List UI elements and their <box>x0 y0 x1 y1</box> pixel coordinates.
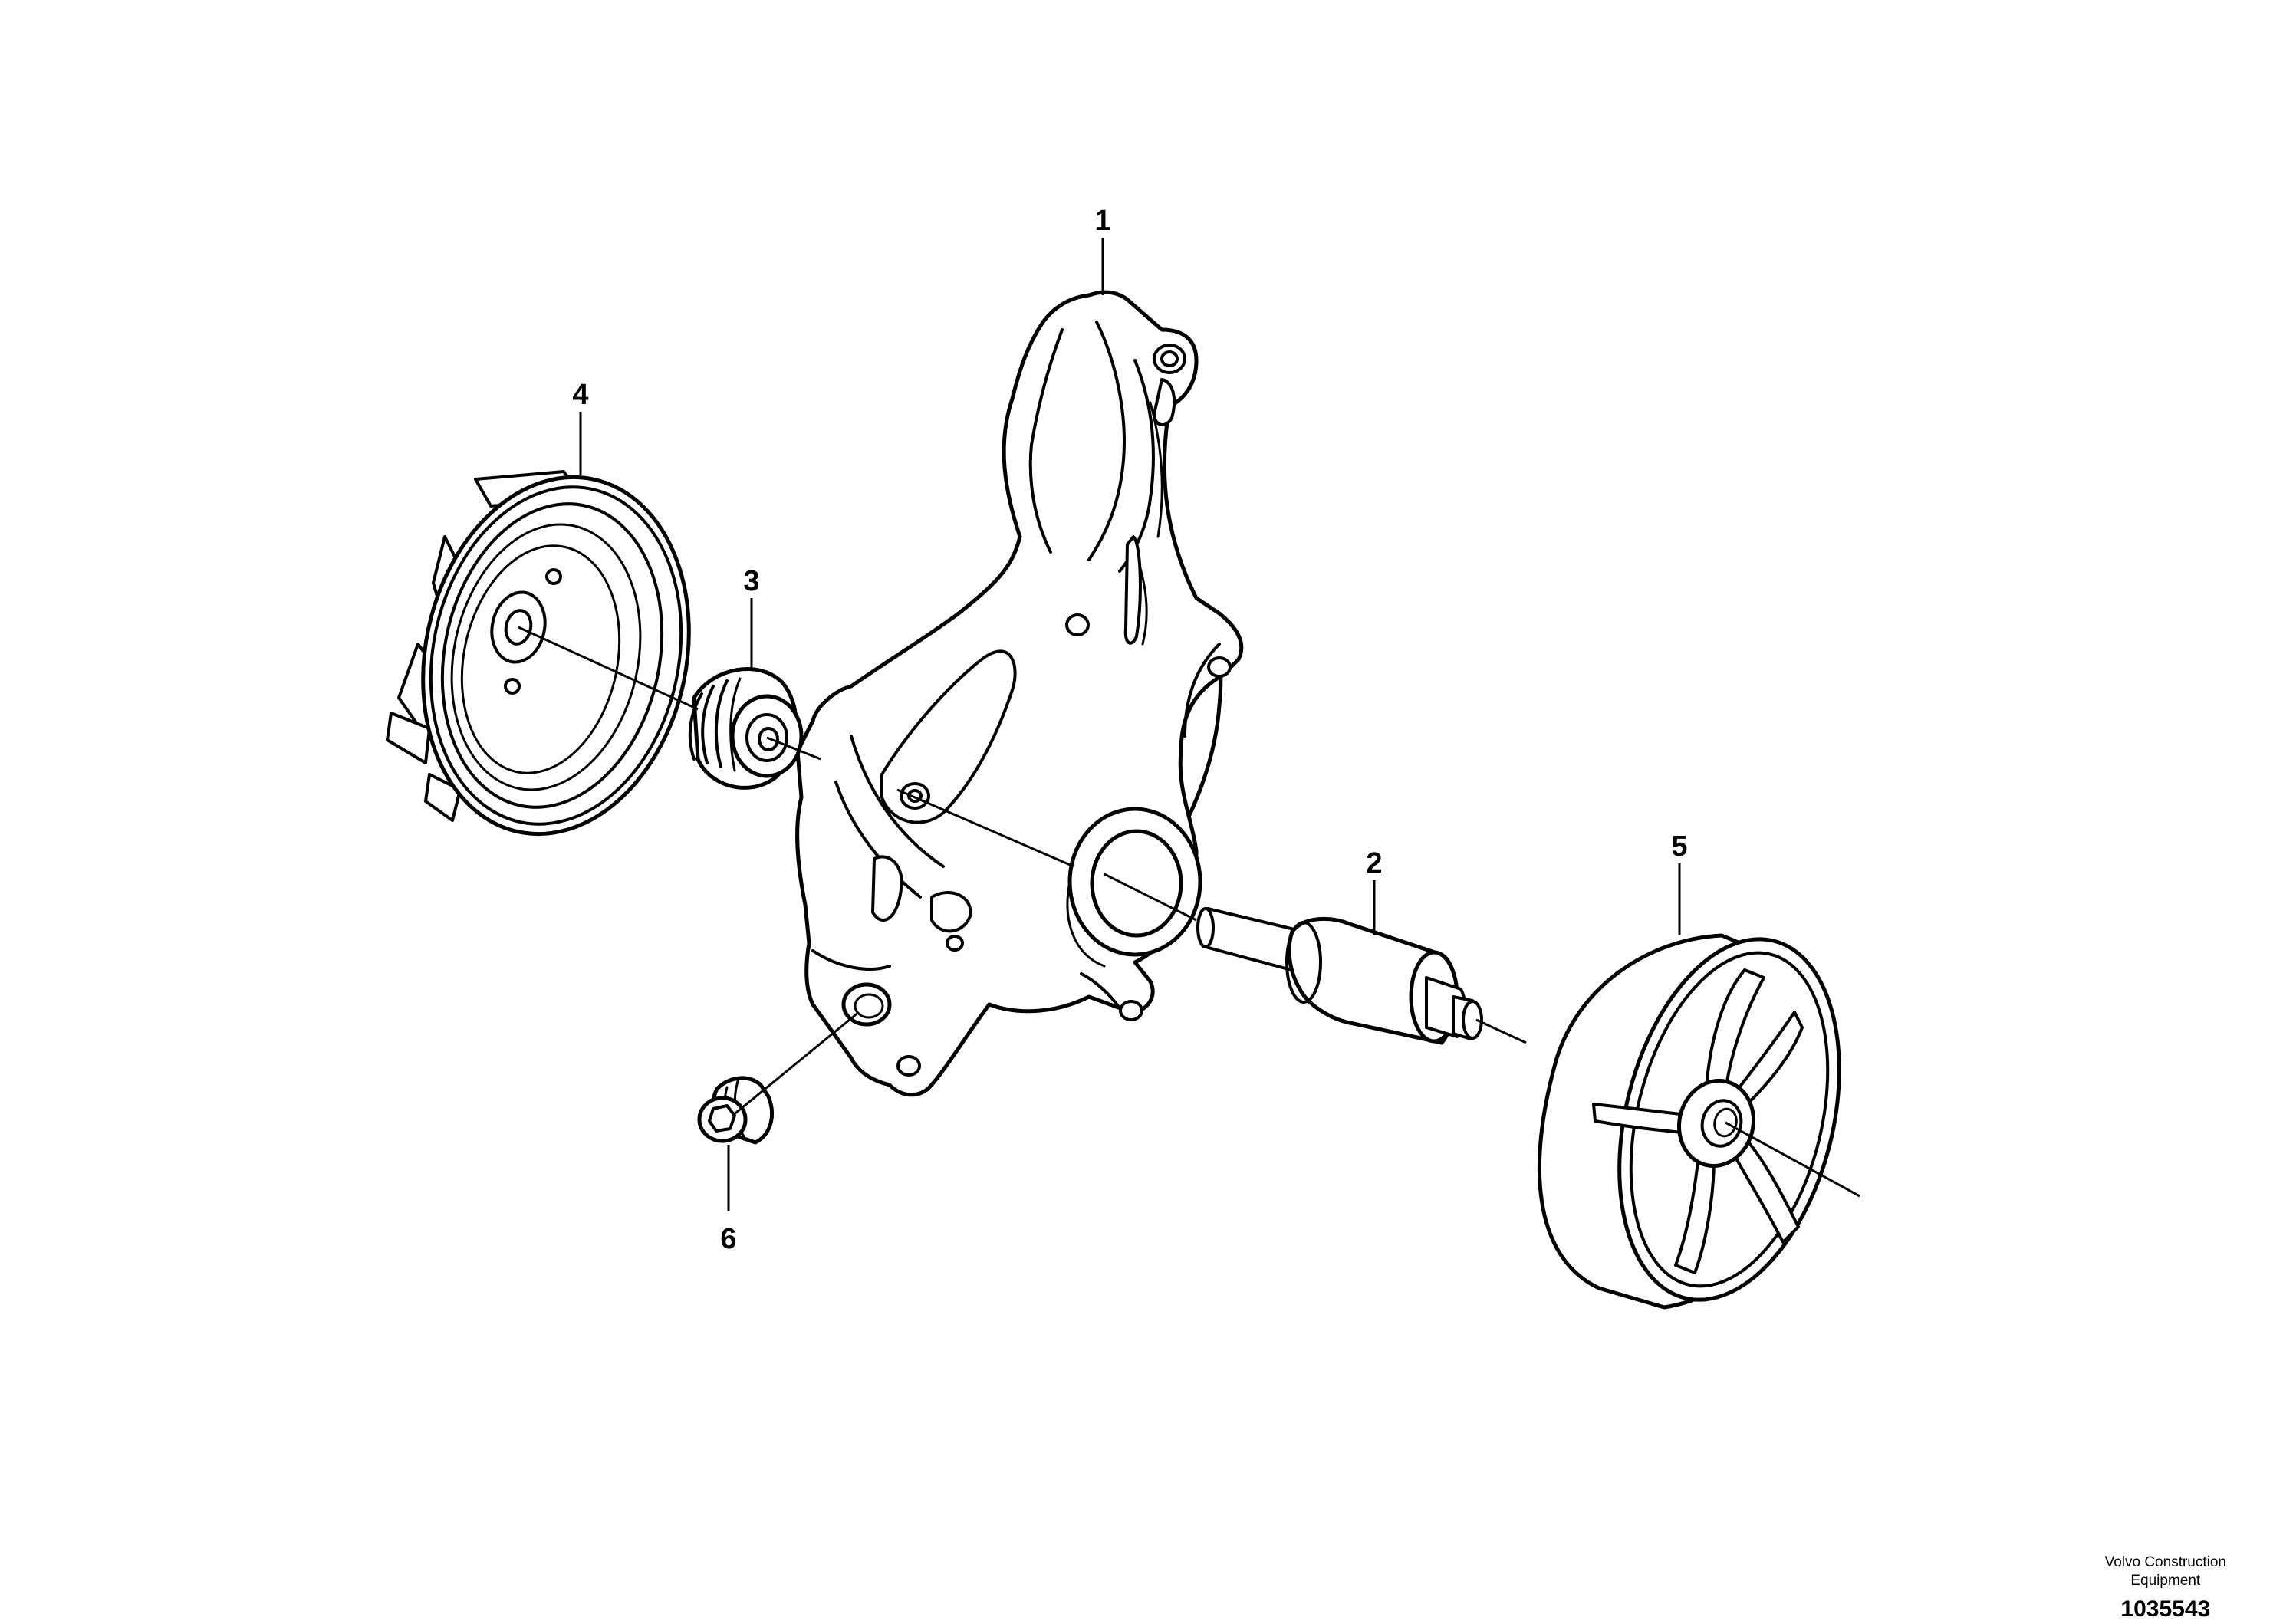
maker-name-line1: Volvo Construction <box>2104 1554 2226 1570</box>
callout-6: 6 <box>720 1223 736 1255</box>
callout-2: 2 <box>1366 847 1382 879</box>
pulley-part <box>1537 933 1841 1310</box>
callout-1: 1 <box>1094 205 1110 237</box>
callout-5: 5 <box>1671 830 1687 863</box>
callout-3: 3 <box>743 565 759 597</box>
impeller-part <box>386 470 691 837</box>
drawing-credit: Volvo Construction Equipment 1035543 <box>2105 1553 2226 1624</box>
maker-name-line2: Equipment <box>2130 1573 2201 1589</box>
shaft-seal-part <box>688 667 804 790</box>
shaft-bearing-part <box>1196 907 1483 1045</box>
plug-part <box>697 1076 774 1145</box>
callout-4: 4 <box>572 379 588 411</box>
assembly-center-lines <box>518 626 1860 1198</box>
callout-leaders <box>579 238 1681 1211</box>
drawing-number: 1035543 <box>2120 1596 2211 1622</box>
pump-housing-part <box>795 290 1244 1097</box>
